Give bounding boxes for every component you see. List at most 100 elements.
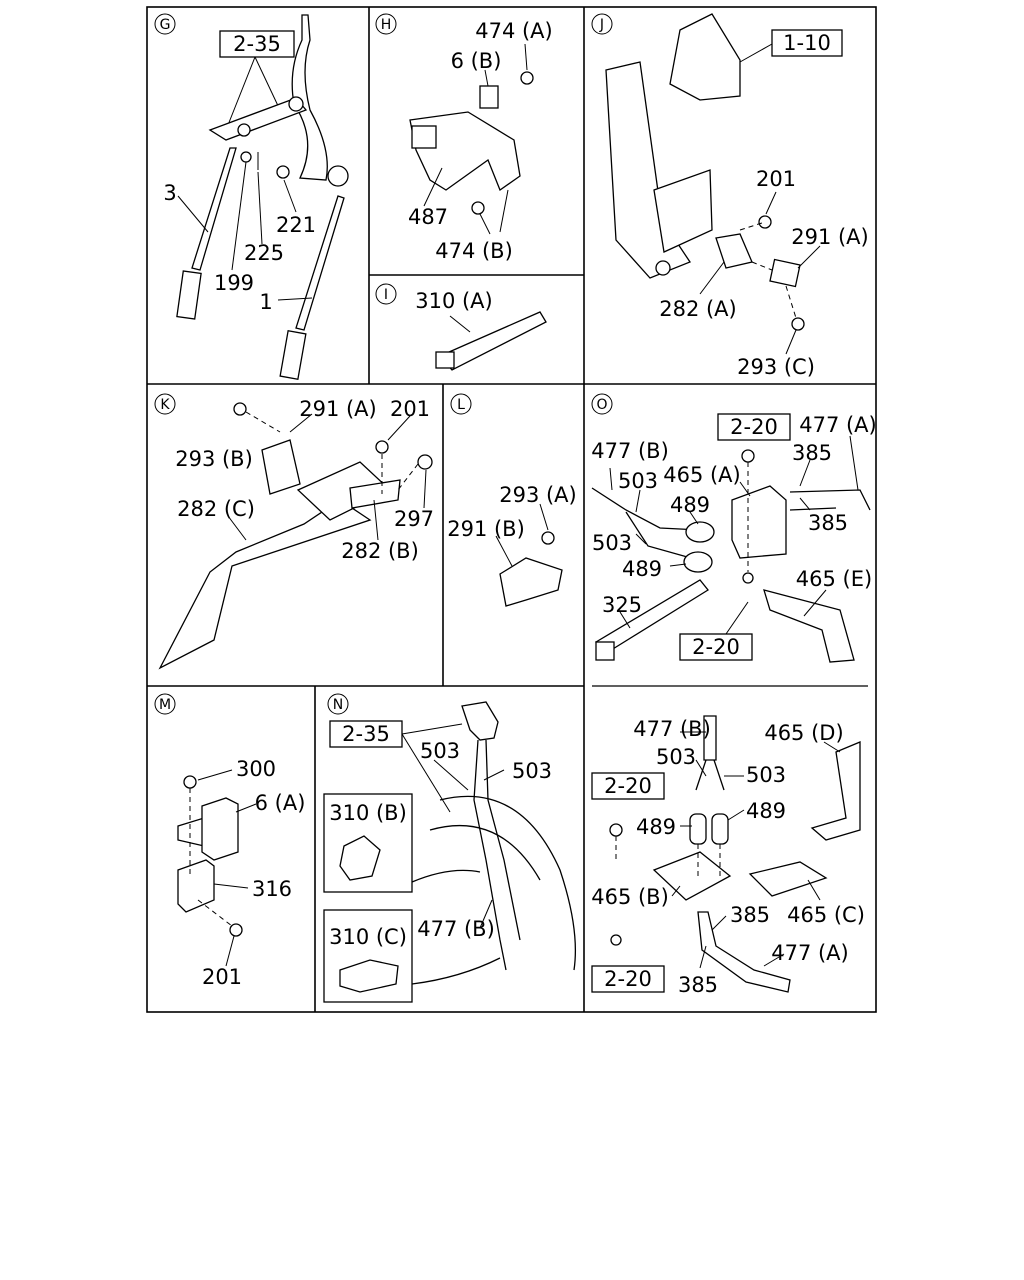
callout-label: 474 (B) — [435, 239, 513, 263]
clip-310c — [339, 959, 399, 993]
callout-label: 503 — [512, 759, 552, 783]
control-rod-1 — [295, 195, 345, 331]
callout-label: 225 — [244, 241, 284, 265]
clip-6b — [479, 85, 499, 109]
callout-label: 291 (B) — [447, 517, 525, 541]
bracket-282c — [158, 499, 372, 670]
callout-label: 489 — [670, 493, 710, 517]
section-o-letter: O — [596, 397, 607, 413]
callout-label: 465 (E) — [796, 567, 872, 591]
ref-label: 2-20 — [730, 415, 778, 439]
callout-label: 310 (A) — [415, 289, 493, 313]
section-i-marker — [375, 283, 397, 305]
connector-489 — [685, 521, 715, 543]
callout-label: 474 (A) — [475, 19, 553, 43]
callout-label: 282 (A) — [659, 297, 737, 321]
callout-label: 503 — [656, 745, 696, 769]
callout-label: 385 — [678, 973, 718, 997]
bolt-201 — [375, 440, 389, 454]
bracket-316 — [177, 859, 215, 913]
callout-label: 300 — [236, 757, 276, 781]
ref-box — [679, 633, 753, 661]
section-h-letter: H — [381, 17, 392, 33]
ref-box — [591, 965, 665, 993]
section-o-variant: 2-20 2-20 477 (B) 465 (D) 503 503 489 48… — [591, 715, 865, 997]
ref-label: 1-10 — [783, 31, 831, 55]
callout-label: 477 (B) — [591, 439, 669, 463]
ref-box — [329, 720, 403, 748]
hose-477a — [789, 489, 871, 511]
callout-label: 385 — [792, 441, 832, 465]
section-h-marker — [375, 13, 397, 35]
callout-label: 489 — [746, 799, 786, 823]
bolt-474b — [471, 201, 485, 215]
callout-label: 385 — [730, 903, 770, 927]
clamp-291b — [499, 557, 563, 607]
mounting-bracket — [409, 111, 521, 192]
bolt-201 — [229, 923, 243, 937]
ref-box — [717, 413, 791, 441]
ref-label: 2-35 — [342, 722, 390, 746]
section-l-marker — [450, 393, 472, 415]
clip-310b — [339, 835, 381, 881]
section-o-marker — [591, 393, 613, 415]
ref-label: 2-35 — [233, 32, 281, 56]
section-m-marker — [154, 693, 176, 715]
section-k-letter: K — [160, 397, 170, 413]
connector-489 — [689, 813, 707, 845]
callout-label: 489 — [622, 557, 662, 581]
bracket-282b — [349, 479, 401, 509]
callout-label: 503 — [618, 469, 658, 493]
section-n-marker — [327, 693, 349, 715]
bracket-465a — [731, 485, 787, 559]
callout-label: 489 — [636, 815, 676, 839]
callout-label: 291 (A) — [791, 225, 869, 249]
callout-label: 465 (A) — [663, 463, 741, 487]
callout-label: 477 (A) — [799, 413, 877, 437]
section-n-letter: N — [333, 697, 343, 713]
grid-frame — [146, 6, 877, 1013]
callout-label: 385 — [808, 511, 848, 535]
ref-box — [219, 30, 295, 58]
callout-label: 3 — [163, 181, 176, 205]
clamp-291a — [769, 258, 801, 288]
bolt-300 — [183, 775, 197, 789]
section-o: O 2-20 2-20 477 (A) 477 (B) 385 465 (A) — [591, 393, 877, 663]
callout-label: 465 (C) — [787, 903, 865, 927]
callout-label: 199 — [214, 271, 254, 295]
callout-label: 6 (B) — [451, 49, 502, 73]
section-i-letter: I — [384, 287, 388, 303]
callout-label: 282 (C) — [177, 497, 255, 521]
bracket-465d — [810, 741, 861, 841]
bolt-293b — [233, 402, 247, 416]
shift-knob — [461, 701, 499, 741]
bracket-282a — [715, 233, 753, 269]
bolt-293a — [541, 531, 555, 545]
section-i: I 310 (A) — [375, 283, 547, 371]
hose-477b — [703, 715, 717, 761]
callout-label: 6 (A) — [255, 791, 306, 815]
section-m-letter: M — [159, 697, 171, 713]
callout-label: 282 (B) — [341, 539, 419, 563]
rubber-mount-6a — [201, 797, 239, 861]
callout-label: 465 (B) — [591, 885, 669, 909]
shift-knob-ball — [327, 165, 349, 187]
section-k: K 293 (B) 291 (A) 201 297 282 (C) 282 (B… — [154, 393, 434, 670]
callout-label: 201 — [202, 965, 242, 989]
ref-label: 2-20 — [692, 635, 740, 659]
section-l-letter: L — [457, 397, 465, 413]
callout-label: 503 — [420, 739, 460, 763]
callout-label: 310 (B) — [329, 801, 407, 825]
section-n: N 2-35 503 503 310 (B) 310 (C) 477 (B) — [323, 693, 576, 1003]
connector-489 — [711, 813, 729, 845]
callout-label: 477 (B) — [417, 917, 495, 941]
callout-label: 503 — [592, 531, 632, 555]
callout-label: 201 — [756, 167, 796, 191]
callout-label: 503 — [746, 763, 786, 787]
callout-label: 325 — [602, 593, 642, 617]
section-j: J 1-10 201 291 (A) 282 (A) 293 (C) — [591, 13, 869, 379]
frame-member — [605, 61, 691, 279]
callout-label: 293 (B) — [175, 447, 253, 471]
callout-label: 487 — [408, 205, 448, 229]
callout-label: 310 (C) — [329, 925, 407, 949]
